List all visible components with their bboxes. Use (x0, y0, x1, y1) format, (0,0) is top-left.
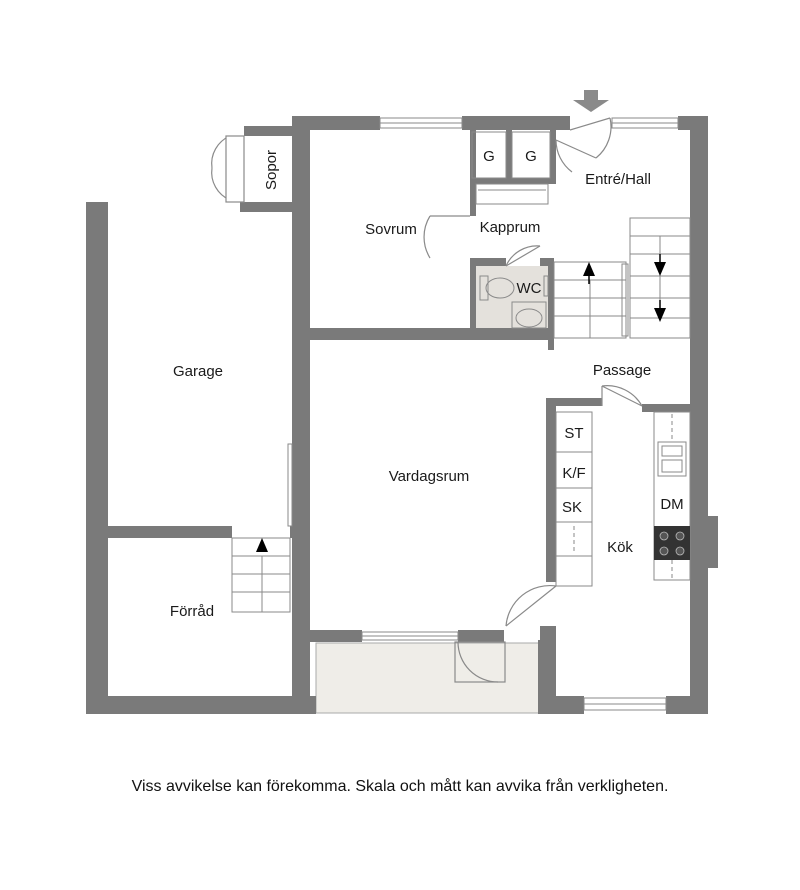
label-dm: DM (660, 496, 683, 513)
label-entre-hall: Entré/Hall (585, 171, 651, 188)
fixtures (471, 131, 691, 587)
label-sopor: Sopor (263, 150, 280, 190)
label-sk: SK (562, 499, 582, 516)
label-st: ST (564, 425, 583, 442)
disclaimer-text: Viss avvikelse kan förekomma. Skala och … (131, 778, 669, 795)
stove (654, 526, 690, 560)
arrow-up-icon (583, 262, 595, 276)
arrow-up-icon (256, 538, 268, 552)
balcony-floor (315, 642, 541, 714)
label-passage: Passage (593, 362, 651, 379)
label-g2: G (525, 148, 537, 165)
label-g1: G (483, 148, 495, 165)
label-kok: Kök (607, 539, 633, 556)
walls (86, 116, 718, 714)
arrow-down-icon (654, 308, 666, 322)
label-forrad: Förråd (170, 603, 214, 620)
label-sovrum: Sovrum (365, 221, 417, 238)
label-kf: K/F (562, 465, 585, 482)
label-garage: Garage (173, 363, 223, 380)
entry-arrow-icon (573, 90, 609, 112)
arrow-down-icon (654, 262, 666, 276)
stair-arrows (256, 254, 666, 552)
stairs (231, 217, 691, 613)
label-vardagsrum: Vardagsrum (389, 468, 470, 485)
doors (211, 117, 643, 683)
label-kapprum: Kapprum (480, 219, 541, 236)
windows (287, 117, 679, 711)
label-wc: WC (517, 280, 542, 297)
